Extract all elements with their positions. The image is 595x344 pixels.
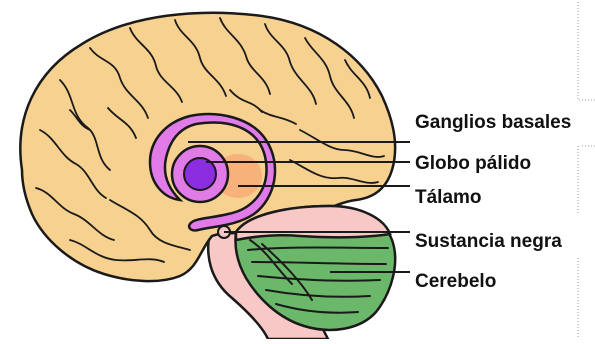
label-globo-palido: Globo pálido: [415, 154, 531, 173]
label-ganglios-basales: Ganglios basales: [415, 113, 571, 132]
label-talamo: Tálamo: [415, 188, 482, 207]
label-cerebelo: Cerebelo: [415, 272, 496, 291]
label-sustancia-negra: Sustancia negra: [415, 232, 562, 251]
frame-lines: [578, 2, 595, 339]
